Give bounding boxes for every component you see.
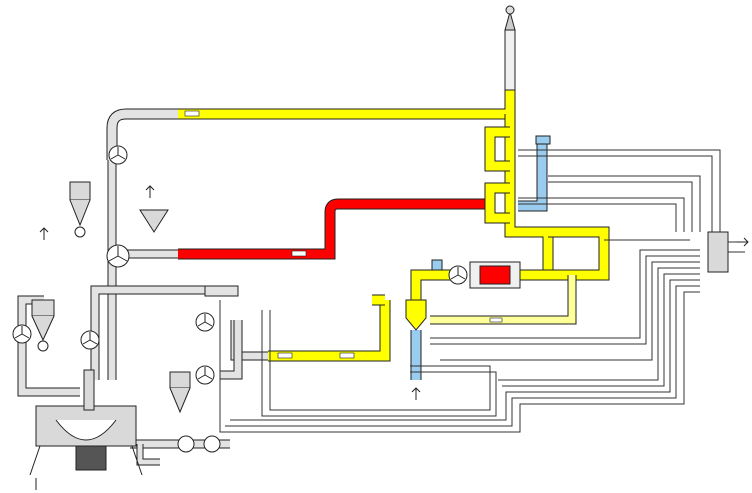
control-panel-icon — [707, 231, 729, 273]
fan-icon — [108, 145, 128, 165]
control-lines — [219, 149, 745, 433]
cyclone-icon — [139, 209, 169, 233]
separator-column — [405, 299, 427, 331]
cooling-duct — [410, 135, 551, 380]
hot-gas-duct — [178, 198, 490, 260]
reactor-vessel-icon — [29, 369, 143, 476]
flow-arrow-icon — [35, 185, 749, 490]
stack-icon — [504, 5, 516, 91]
fan-icon — [12, 324, 32, 344]
return-gas-duct — [430, 275, 577, 325]
fan-icon — [80, 330, 100, 350]
fan-icon — [448, 265, 468, 285]
cyclone-icon — [169, 371, 191, 414]
heater-icon — [469, 261, 521, 289]
cyclone-icon — [31, 299, 55, 352]
fan-icon — [195, 312, 215, 332]
fan-icon — [195, 365, 215, 385]
rotary-valve-icon — [177, 435, 221, 453]
cyclone-icon — [69, 181, 91, 238]
fan-icon — [106, 244, 130, 268]
